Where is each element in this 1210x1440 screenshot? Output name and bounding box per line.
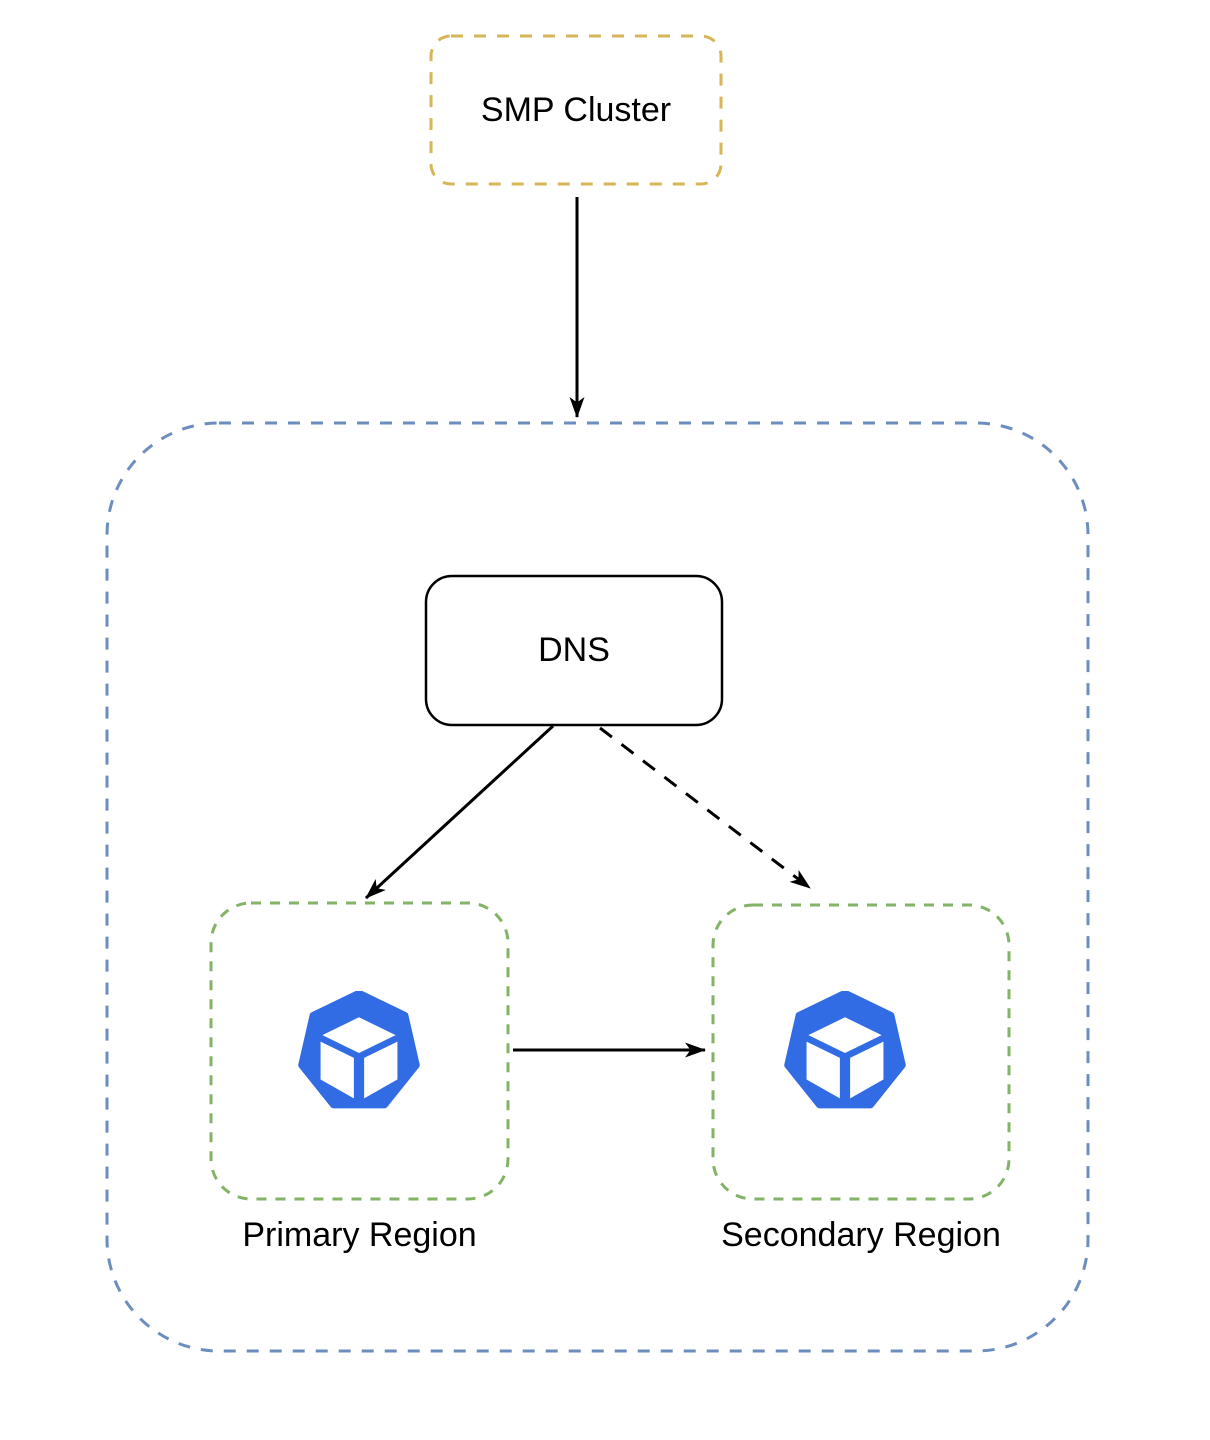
primary-region-label: Primary Region (242, 1215, 477, 1254)
cube-heptagon-icon (298, 991, 420, 1113)
smp-cluster-box (429, 34, 723, 186)
dns-box (424, 574, 724, 727)
dns-label: DNS (538, 631, 610, 670)
edge-dns-to-secondary (599, 726, 811, 890)
secondary-region-label: Secondary Region (721, 1215, 1001, 1254)
dns-zone-container-box (105, 421, 1090, 1353)
cube-heptagon-icon (784, 991, 906, 1113)
edge-dns-to-primary (364, 724, 555, 900)
smp-cluster-label: SMP Cluster (480, 90, 672, 129)
